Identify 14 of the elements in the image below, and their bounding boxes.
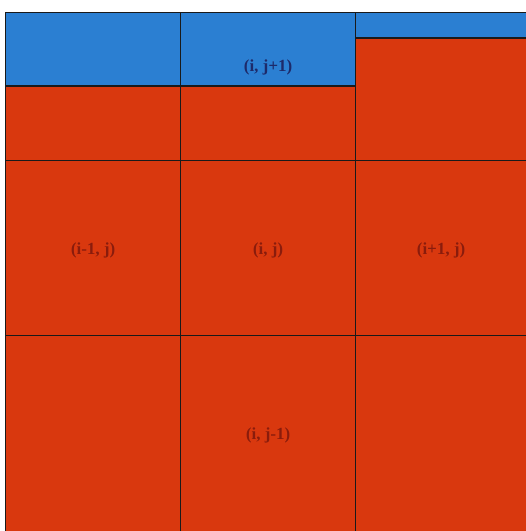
cell-label: (i+1, j) — [416, 238, 466, 258]
grid-cell — [180, 160, 356, 336]
grid-cell — [355, 12, 526, 161]
grid-cell — [180, 335, 356, 531]
grid-cell — [180, 12, 356, 161]
cell-label: (i, j-1) — [244, 424, 292, 444]
cell-label: (i, j) — [252, 238, 284, 258]
grid-cell — [5, 335, 181, 531]
grid-cell — [5, 12, 181, 161]
cell-label: (i-1, j) — [70, 238, 116, 258]
cell-label: (i, j+1) — [242, 56, 294, 76]
grid-cell — [355, 335, 526, 531]
grid-cell — [5, 160, 181, 336]
grid-cell — [355, 160, 526, 336]
